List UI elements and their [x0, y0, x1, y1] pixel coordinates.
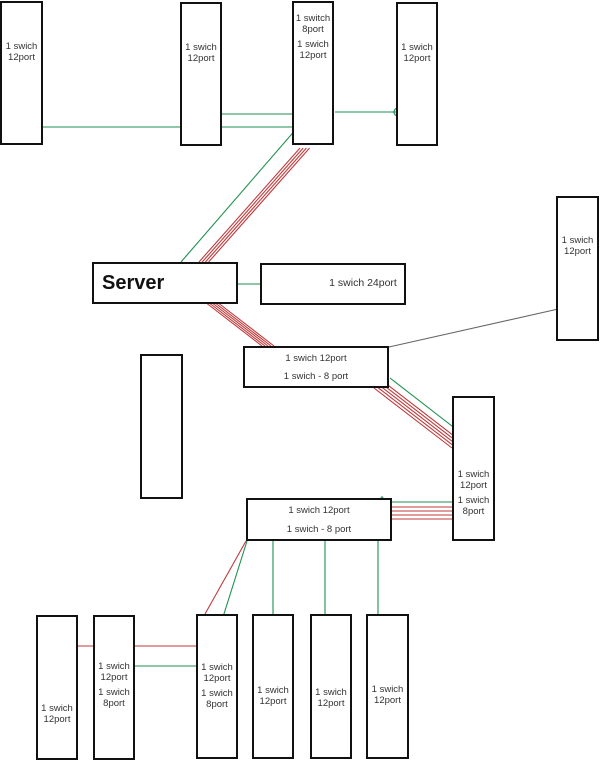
switch-label-line: 1 swich [297, 39, 329, 50]
switch-label-line: 1 swich [201, 662, 233, 673]
switch-label-line: 1 swich [185, 42, 217, 53]
switch-label-line: 12port [203, 673, 231, 684]
red-link [373, 380, 453, 442]
red-link [373, 384, 453, 446]
switch-label-line: 8port [206, 699, 228, 710]
red-link [216, 301, 275, 347]
red-link [198, 147, 301, 263]
switch-lower[interactable]: 1 swich 12port 1 swich - 8 port [246, 498, 392, 541]
switch-label-line: 1 swich [561, 235, 594, 246]
red-link [201, 147, 304, 263]
switch-label-line: 1 swich [315, 687, 347, 698]
switch-label-line: 8port [462, 506, 485, 517]
red-link [208, 147, 311, 263]
switch-label: 1 swich 12port 1 swich - 8 port [245, 352, 387, 388]
switch-label-line: 12port [187, 53, 215, 64]
switch-label-line: 12port [259, 696, 287, 707]
switch-24port-label: 1 swich 24port [329, 277, 397, 289]
switch-label-line: 12port [460, 480, 487, 491]
switch-label-line: 12port [564, 246, 591, 257]
switch-label-line: 1 swich [98, 687, 130, 698]
switch-label-line: 1 swich [201, 688, 233, 699]
switch-label-line: 1 swich [257, 685, 289, 696]
switch-label-line: 12port [403, 53, 431, 64]
red-link [204, 540, 247, 615]
switch-label-line: 1 swich - 8 port [286, 524, 352, 535]
red-link [213, 301, 272, 347]
switch-24port[interactable]: 1 swich 24port [260, 263, 406, 305]
switch-label-line: 1 swich [401, 42, 433, 53]
switch-label-line: 1 swich 12port [285, 353, 347, 364]
red-link [204, 301, 263, 347]
switch-label-line: 1 switch [295, 13, 331, 24]
switch-label-line: 8port [103, 698, 125, 709]
switch-label-line: 1 swich [371, 684, 404, 695]
gray-link [388, 304, 577, 348]
switch-label-line: 12port [317, 698, 345, 709]
switch-label-line: 12port [299, 50, 327, 61]
switch-label-line: 1 swich [457, 495, 490, 506]
red-link [373, 387, 453, 449]
switch-label-line: 1 swich - 8 port [283, 371, 349, 382]
switch-mid[interactable]: 1 swich 12port 1 swich - 8 port [243, 346, 389, 388]
switch-label-line: 1 swich [98, 661, 130, 672]
switch-label-line: 1 swich [5, 41, 38, 52]
red-link [204, 147, 307, 263]
switch-label-line: 1 swich [457, 469, 490, 480]
switch-label: 1 swich 12port 1 swich - 8 port [248, 504, 390, 542]
server-box[interactable]: Server [92, 262, 238, 304]
switch-label-line: 12port [100, 672, 128, 683]
switch-label-line: 1 swich 12port [288, 505, 350, 516]
switch-label-line: 12port [43, 714, 71, 725]
blank-box[interactable] [140, 354, 183, 499]
switch-label-line: 12port [374, 695, 401, 706]
server-label: Server [102, 272, 165, 294]
switch-label-line: 12port [8, 52, 35, 63]
switch-label-line: 1 swich [41, 703, 73, 714]
switch-label-line: 8port [302, 24, 324, 35]
red-link [210, 301, 269, 347]
red-link [207, 301, 266, 347]
